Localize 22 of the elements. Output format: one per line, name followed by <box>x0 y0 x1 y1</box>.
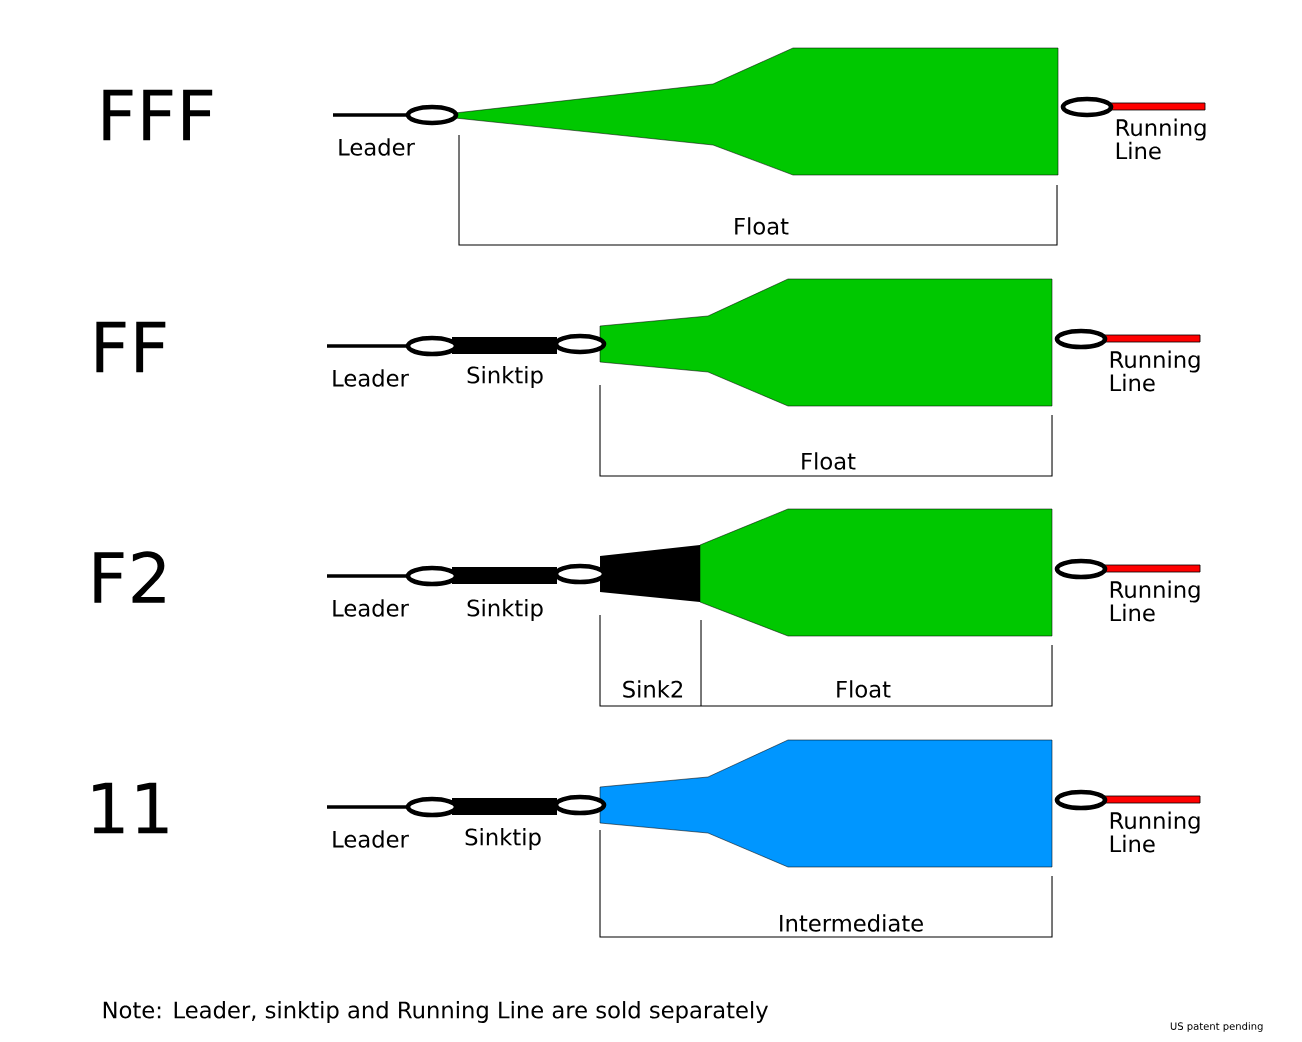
row-title: 11 <box>93 782 168 834</box>
row-title: F2 <box>94 551 165 603</box>
dimension-label: Float <box>837 680 891 698</box>
part-label: Leader <box>333 830 409 848</box>
part-label: Sinktip <box>467 366 543 388</box>
part-label: Leader <box>333 599 409 617</box>
row-title: FFF <box>103 89 213 141</box>
part-label: Sinktip <box>465 828 541 850</box>
part-label: Running Line <box>1116 118 1206 160</box>
dimension-label: Float <box>802 452 856 470</box>
part-label: Running Line <box>1110 350 1200 392</box>
part-label: Running Line <box>1110 811 1200 853</box>
part-label: Leader <box>339 138 415 156</box>
row-title: FF <box>96 321 166 373</box>
note: Note: Leader, sinktip and Running Line are sold separately <box>103 1001 768 1023</box>
dimension-label: Intermediate <box>780 914 923 932</box>
note: US patent pending <box>1170 1022 1263 1032</box>
part-label: Sinktip <box>467 599 543 621</box>
dimension-label: Sink2 <box>623 680 683 698</box>
part-label: Running Line <box>1110 580 1200 622</box>
part-label: Leader <box>333 369 409 387</box>
dimension-label: Float <box>735 217 789 235</box>
